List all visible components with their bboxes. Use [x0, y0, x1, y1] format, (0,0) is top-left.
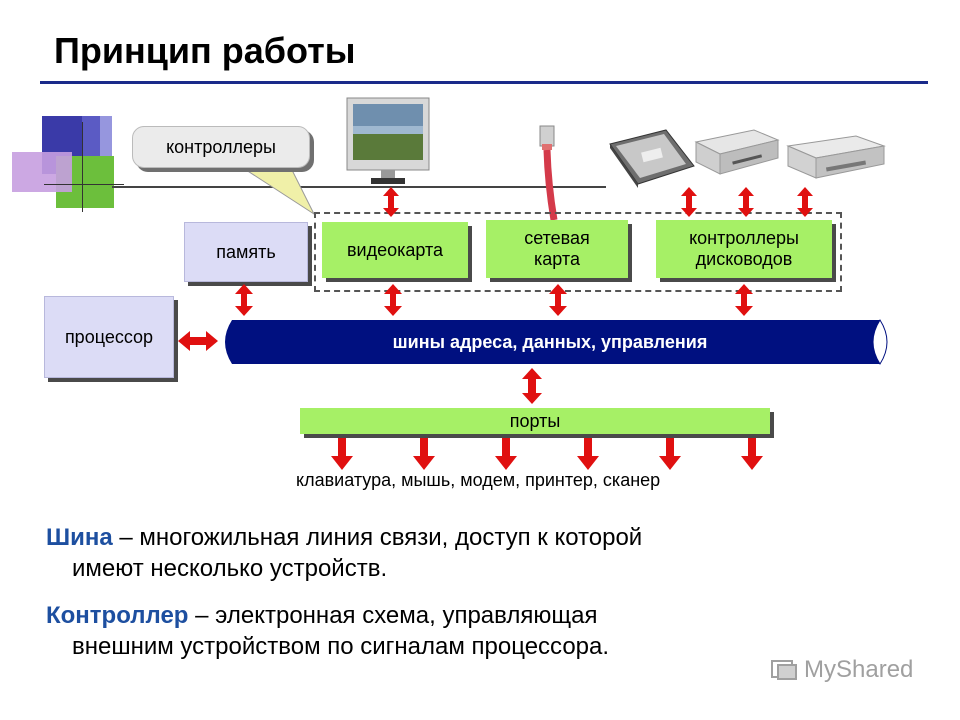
bus-shape [225, 319, 888, 365]
top-rule [112, 186, 606, 188]
peripheral-devices-text: клавиатура, мышь, модем, принтер, сканер [296, 470, 661, 490]
arrow-port-5 [659, 438, 681, 470]
arrow-bus-ports [522, 368, 542, 404]
network-card-block: сетевая карта [486, 220, 628, 278]
memory-label: память [216, 241, 276, 262]
controllers-group-outline [314, 212, 842, 292]
title-divider [40, 81, 928, 84]
floppy-drive-icon [694, 129, 780, 175]
definition-bus-term: Шина [46, 524, 113, 551]
definition-bus-text-2: имеют несколько устройств. [72, 555, 388, 583]
definition-bus-text-1: – многожильная линия связи, доступ к кот… [112, 524, 643, 551]
definition-controller-text-2: внешним устройством по сигналам процессо… [72, 633, 610, 661]
definition-controller-term: Контроллер [46, 602, 189, 629]
controllers-callout-label: контроллеры [166, 136, 276, 157]
processor-label: процессор [64, 326, 154, 347]
arrow-floppy-controller [738, 187, 754, 217]
controllers-callout: контроллеры [132, 126, 310, 168]
watermark-text: MyShared [804, 656, 914, 683]
ports-bar: порты [300, 408, 770, 434]
watermark-logo-icon [771, 660, 797, 680]
disk-controllers-label: контроллеры дисководов [689, 228, 799, 269]
page-title: Принцип работы [54, 30, 356, 71]
ports-label: порты [509, 410, 561, 431]
arrow-port-4 [577, 438, 599, 470]
arrow-port-6 [741, 438, 763, 470]
arrow-disk-bus [735, 284, 753, 316]
arrow-monitor-video [383, 187, 399, 217]
network-cable-icon [539, 125, 558, 220]
arrow-port-1 [331, 438, 353, 470]
monitor-icon [346, 97, 430, 184]
processor-block: процессор [44, 296, 174, 378]
bus-label-text: шины адреса, данных, управления [392, 331, 708, 352]
watermark: MyShared [770, 656, 913, 684]
disk-controllers-block: контроллеры дисководов [656, 220, 832, 278]
arrow-network-bus [549, 284, 567, 316]
network-card-label: сетевая карта [524, 228, 590, 269]
memory-block: память [184, 222, 308, 282]
arrow-video-bus [384, 284, 402, 316]
optical-drive-icon [786, 135, 886, 179]
arrow-port-2 [413, 438, 435, 470]
arrow-processor-bus [178, 331, 218, 351]
arrow-port-3 [495, 438, 517, 470]
decorative-squares [12, 112, 124, 212]
arrow-cdrom-controller [797, 187, 813, 217]
video-card-label: видеокарта [346, 239, 444, 260]
video-card-block: видеокарта [322, 222, 468, 278]
hard-drive-icon [609, 129, 695, 188]
bus-label: шины адреса, данных, управления [232, 320, 868, 364]
definition-controller-text-1: – электронная схема, управляющая [188, 602, 598, 629]
definition-controller: Контроллер – электронная схема, управляю… [46, 600, 609, 662]
arrow-memory-bus [235, 284, 253, 316]
arrow-hdd-controller [681, 187, 697, 217]
definition-bus: Шина – многожильная линия связи, доступ … [46, 522, 642, 584]
